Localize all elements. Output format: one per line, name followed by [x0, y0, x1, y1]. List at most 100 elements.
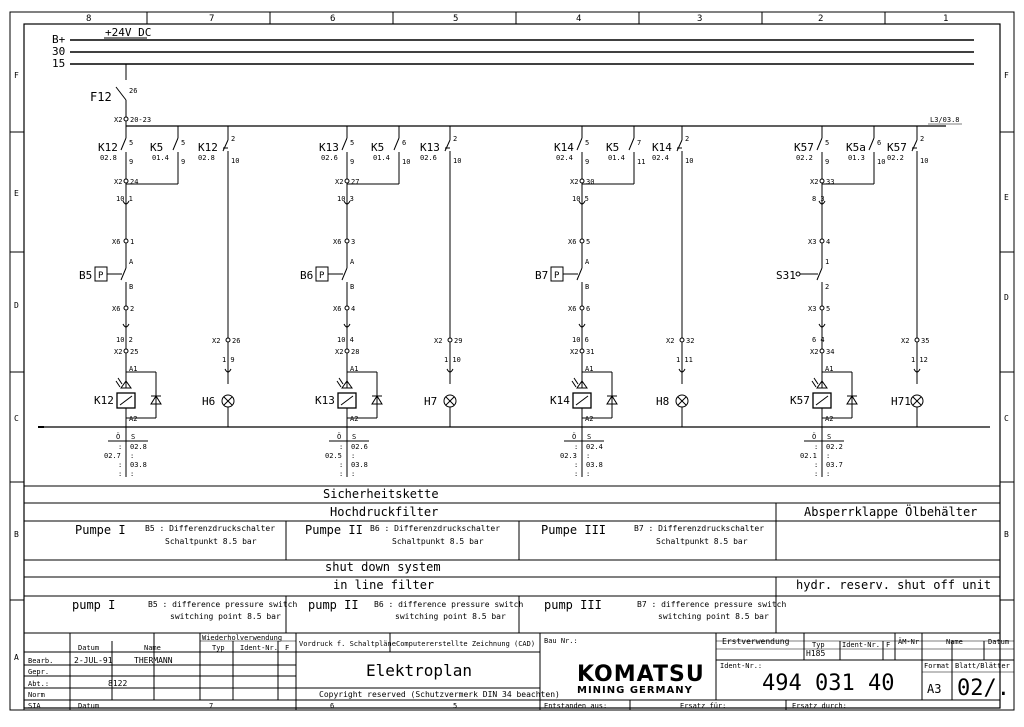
connector-symbol [913, 368, 921, 373]
tb-copyright: Copyright reserved (Schutzvermerk DIN 34… [319, 690, 560, 699]
row-label: D [14, 301, 19, 310]
terminal-pin: 29 [454, 337, 462, 345]
contact-pin: 10 [920, 157, 928, 165]
contact-ref: 01.4 [373, 154, 390, 162]
contact-label: K13 [319, 141, 339, 154]
row-zone-labels: F F E E D D C C B B A [10, 71, 1014, 662]
k5-contact [628, 137, 635, 151]
xref-dot: : [826, 452, 830, 460]
connector-label: 10 5 [572, 195, 589, 203]
column-label: 1 [943, 14, 948, 24]
terminal-pin: 4 [351, 305, 355, 313]
led-ray [338, 377, 344, 385]
terminal-label: X6 [568, 305, 576, 313]
relay-pin: A1 [825, 365, 833, 373]
terminal-pin: 31 [586, 348, 594, 356]
xref-dot: : [339, 470, 343, 478]
xref-dot: : [118, 461, 122, 469]
xref-dot: : [339, 461, 343, 469]
legend-safety-chain-en: shut down system [325, 560, 441, 574]
column-label: 7 [209, 702, 213, 710]
tb-abt-value: 8122 [108, 679, 127, 688]
lamp-label: H6 [202, 395, 215, 408]
xref-header: S [352, 433, 356, 441]
tb-ersatz-fuer: Ersatz für: [680, 702, 726, 710]
sensor-pin: B [585, 283, 589, 291]
connector-label: 10 3 [337, 195, 354, 203]
relay-coil-mark [340, 395, 354, 406]
connector-symbol [343, 323, 351, 328]
xref-dot: : [339, 443, 343, 451]
terminal-label: X2 [212, 337, 220, 345]
row-label: E [14, 189, 19, 198]
terminal-pin: 3 [351, 238, 355, 246]
terminal-point [819, 238, 825, 244]
terminal-label: X6 [112, 305, 120, 313]
relay-contact [120, 137, 127, 151]
xref-dot: : [118, 443, 122, 451]
terminal-pin: 5 [586, 238, 590, 246]
contact-ref: 02.8 [198, 154, 215, 162]
terminal-pin: 24 [130, 178, 138, 186]
xref-value: 03.8 [130, 461, 147, 469]
led-ray [811, 380, 817, 388]
terminal-point [344, 305, 350, 311]
relay-pin: A2 [825, 415, 833, 423]
xref-dot: : [814, 443, 818, 451]
relay-pin: A1 [350, 365, 358, 373]
xref-value: 03.8 [351, 461, 368, 469]
terminal-label: X2 [434, 337, 442, 345]
xref-value: 02.7 [104, 452, 121, 460]
legend-table: Sicherheitskette Hochdruckfilter Absperr… [24, 485, 1000, 634]
company-logo-top: KOMATSU [577, 662, 705, 687]
contact-ref: 02.8 [100, 154, 117, 162]
contact-pin: 2 [453, 135, 457, 143]
contact-pin: 10 [685, 157, 693, 165]
contact-label: K57 [887, 141, 907, 154]
contact-pin: 5 [825, 139, 829, 147]
tb-title: Elektroplan [366, 661, 472, 680]
connector-label: 6 4 [812, 336, 825, 344]
contact-pin: 10 [453, 157, 461, 165]
tb-row-label: Bearb. [28, 657, 53, 665]
diode-symbol [606, 395, 618, 405]
fuse-pin: 26 [129, 87, 137, 95]
legend-pump-name: Pumpe III [541, 523, 606, 537]
xref-value: 02.1 [800, 452, 817, 460]
xref-value: 02.4 [586, 443, 603, 451]
led-ray [573, 377, 579, 385]
led-ray [571, 380, 577, 388]
column-label: 5 [453, 702, 457, 710]
tb-ident-header-2: Ident-Nr. [842, 641, 880, 649]
xref-dot: : [814, 461, 818, 469]
tb-f-header: F [285, 644, 289, 652]
legend-pump-point: Schaltpunkt 8.5 bar [392, 537, 484, 546]
terminal-point [344, 178, 350, 184]
k5-contact [393, 137, 400, 151]
contact-ref: 02.6 [420, 154, 437, 162]
column-label: 7 [209, 14, 214, 24]
row-label: B [14, 530, 19, 539]
terminal-label: X2 [810, 178, 818, 186]
connector-label: 10 4 [337, 336, 354, 344]
nc-contact [676, 139, 683, 152]
sensor-switch [816, 267, 823, 281]
legend-pump-point: Schaltpunkt 8.5 bar [165, 537, 257, 546]
lamp-label: H8 [656, 395, 669, 408]
relay-pin: A1 [585, 365, 593, 373]
contact-pin: 9 [585, 158, 589, 166]
terminal-point [123, 178, 129, 184]
contact-pin: 9 [129, 158, 133, 166]
connector-symbol [343, 200, 351, 205]
supply-voltage-label: +24V DC [105, 26, 151, 39]
contact-pin: 10 [231, 157, 239, 165]
legend-pump-point: switching point 8.5 bar [170, 612, 281, 621]
tb-vordruck: Vordruck f. Schaltpläne [299, 640, 396, 648]
contact-ref: 02.2 [796, 154, 813, 162]
contact-ref: 02.2 [887, 154, 904, 162]
xref-header: S [827, 433, 831, 441]
terminal-pin: 32 [686, 337, 694, 345]
tb-cad-note: Computererstellte Zeichnung (CAD) [396, 640, 535, 648]
terminal-point [344, 348, 350, 354]
